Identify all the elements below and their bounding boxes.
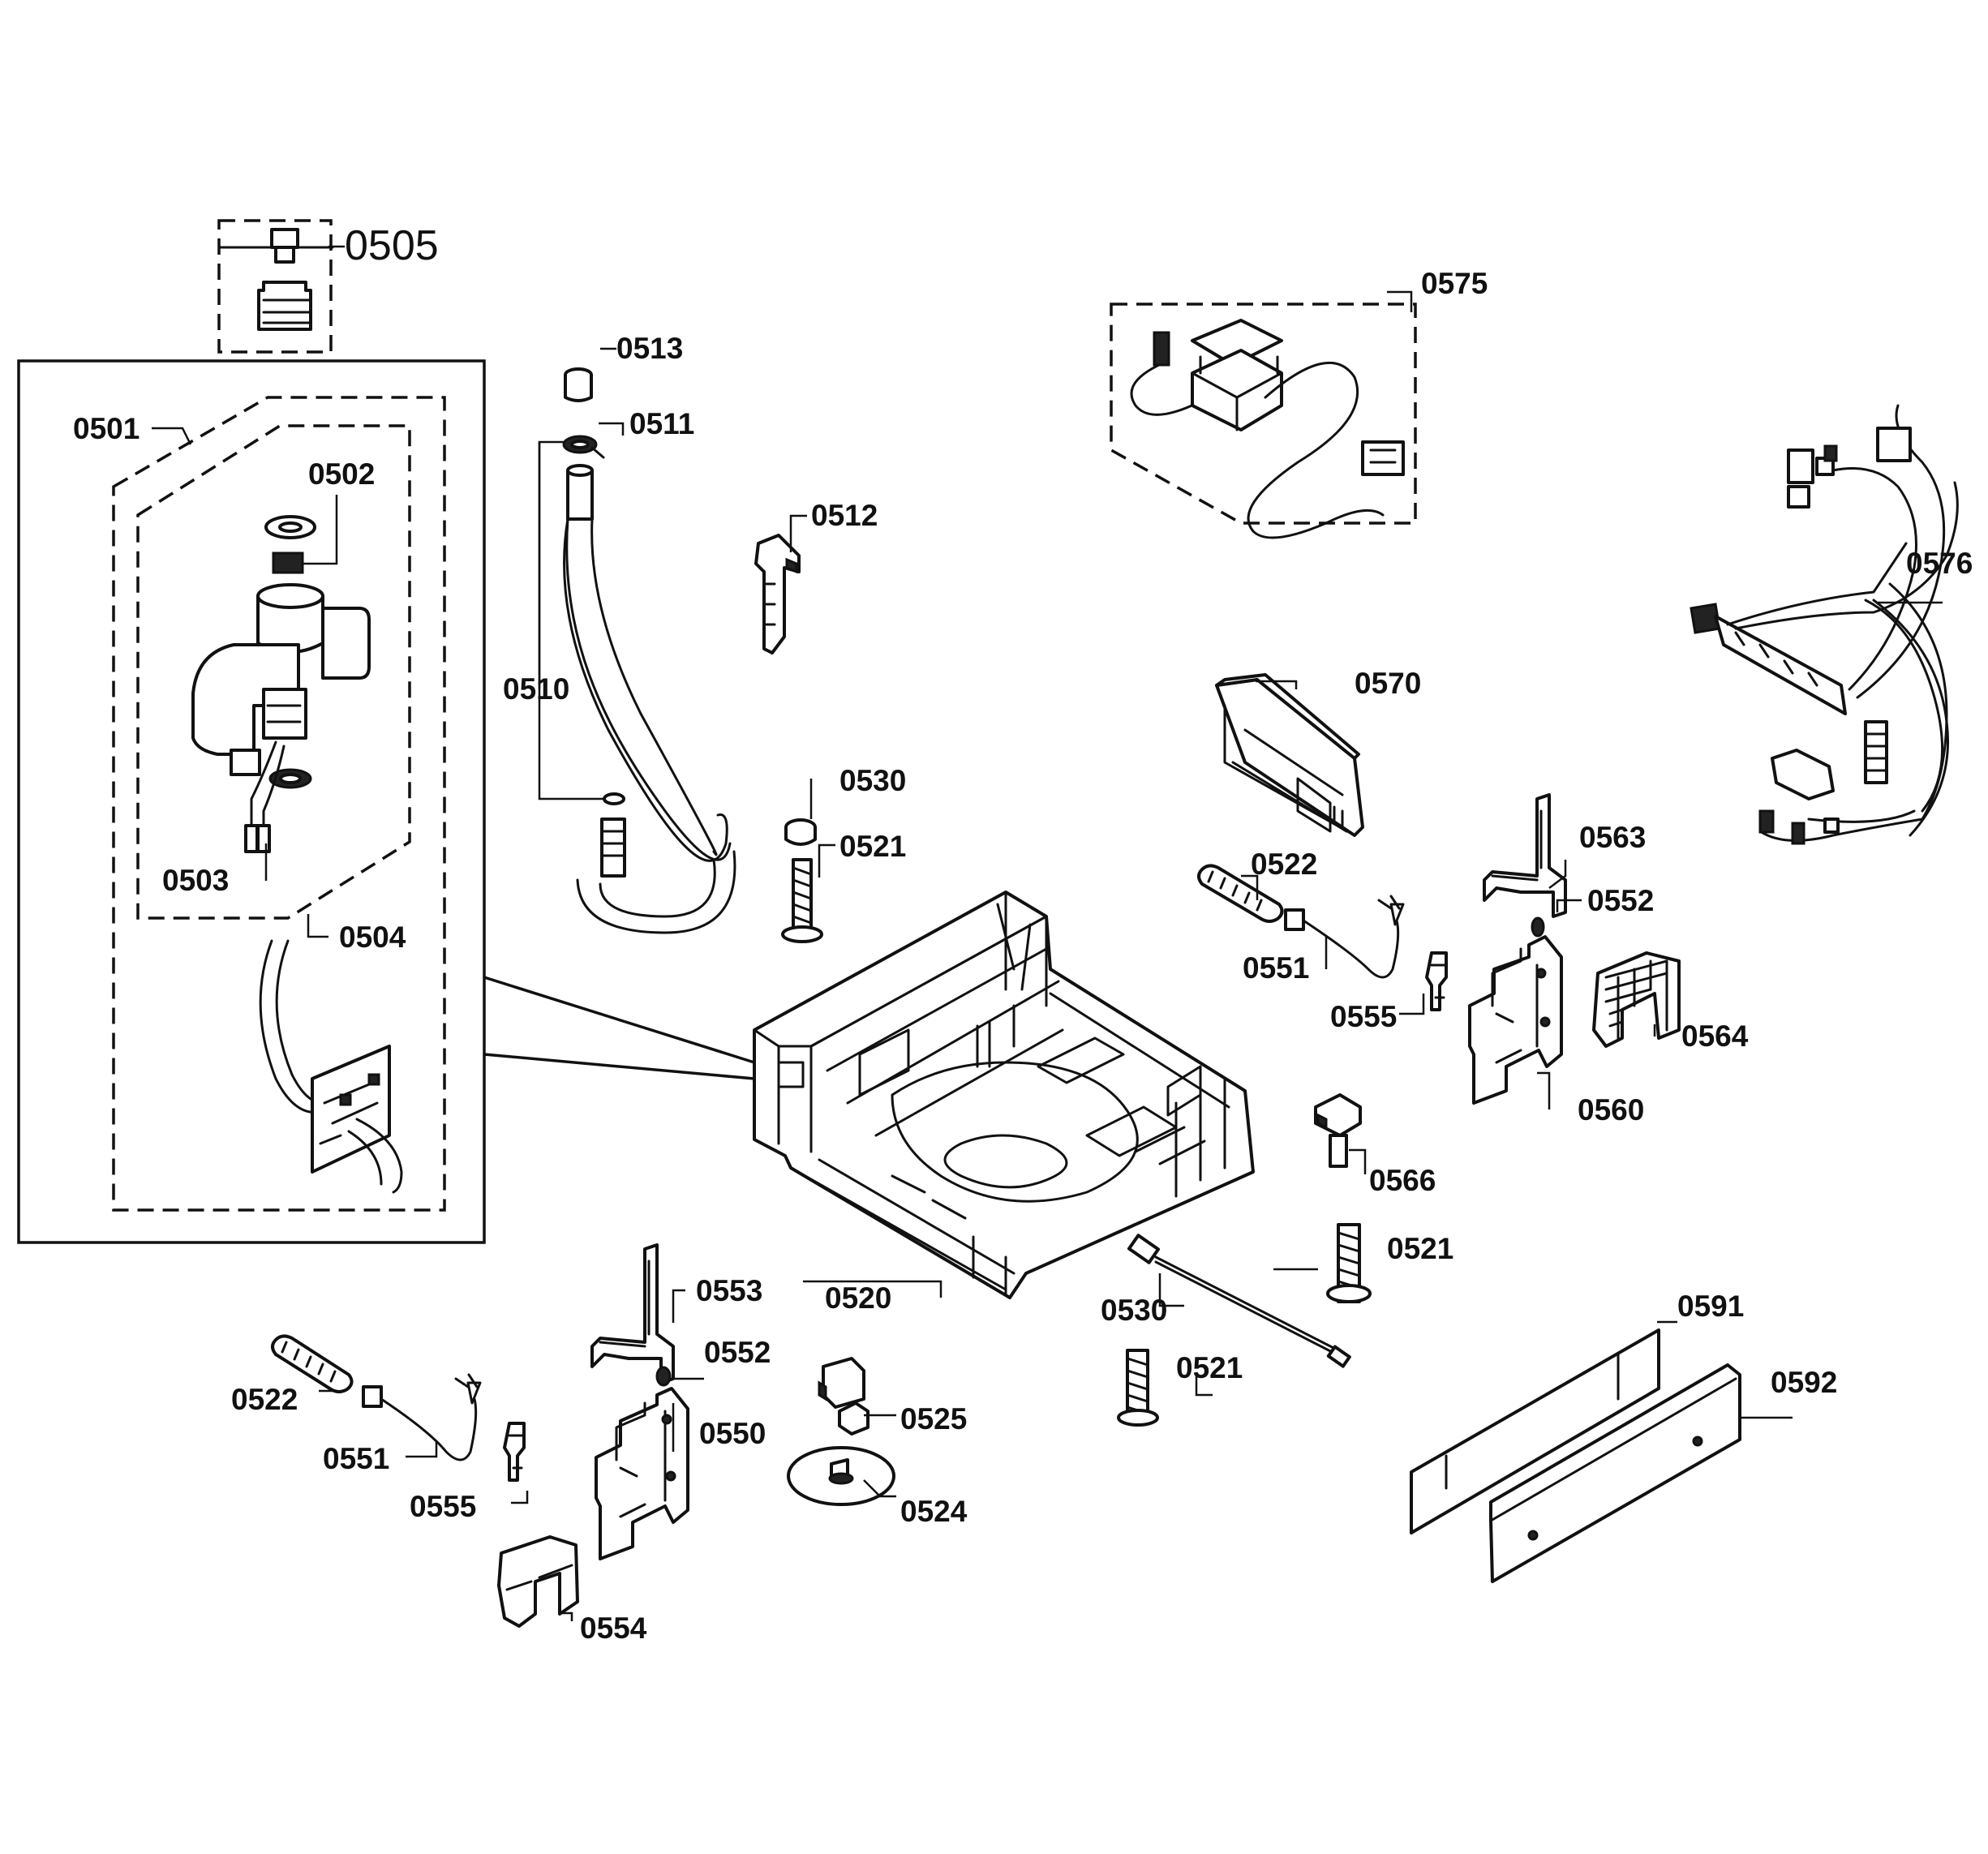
part-0512-bracket [754, 534, 801, 654]
callout-0552-right: 0552 [1587, 884, 1654, 917]
callout-0522-left: 0522 [231, 1383, 298, 1416]
part-0511-hose-clamp [562, 435, 605, 459]
part-0566-sensor [1314, 1093, 1362, 1168]
callout-0592: 0592 [1771, 1366, 1837, 1399]
callout-0502: 0502 [308, 457, 375, 491]
callout-0530-top: 0530 [839, 764, 906, 797]
callout-0522-right: 0522 [1251, 848, 1317, 881]
callout-0570: 0570 [1355, 667, 1421, 700]
part-0560-hinge-bracket-right [1468, 935, 1563, 1105]
callout-0552-left: 0552 [704, 1336, 771, 1369]
part-0521-leveling-foot-bottom [1117, 1349, 1159, 1427]
part-0505-fitting [219, 228, 334, 331]
part-0575-power-cord-junction-box [1130, 319, 1405, 539]
fill-valve-inset-frame [17, 359, 486, 1244]
callout-0555-right: 0555 [1330, 1000, 1397, 1033]
callout-0553: 0553 [696, 1274, 762, 1307]
part-0524-float-disc [787, 1446, 895, 1506]
inset-connector-line-top [483, 976, 755, 1064]
leader-lines [152, 245, 1943, 1621]
part-0530-nut [784, 818, 817, 846]
part-0501-hose-and-bracket [259, 939, 403, 1194]
part-0522-spring-right [1197, 864, 1284, 923]
callout-0510: 0510 [503, 672, 569, 706]
part-0551-cable-left [362, 1373, 482, 1461]
part-0555-clip-right [1425, 951, 1448, 1011]
callout-0521-top: 0521 [839, 830, 906, 863]
callout-0505: 0505 [345, 222, 439, 269]
part-0521-leveling-foot-right [1326, 1223, 1372, 1303]
part-0525-float-switch [818, 1357, 869, 1436]
callout-0511: 0511 [629, 407, 694, 440]
callout-0521-bottom: 0521 [1176, 1351, 1243, 1384]
callout-0551-left: 0551 [323, 1442, 389, 1475]
part-0552-spring-left [655, 1366, 672, 1387]
part-0502-fill-valve [191, 515, 371, 789]
callout-0566: 0566 [1369, 1164, 1436, 1197]
part-0510-drain-hose [563, 464, 736, 934]
callout-0563: 0563 [1579, 821, 1646, 854]
inset-connector-line-bottom [483, 1053, 755, 1080]
part-0570-control-module [1215, 673, 1364, 837]
part-0554-cover-left [497, 1535, 579, 1628]
callout-0504: 0504 [339, 921, 406, 954]
callout-0554: 0554 [580, 1612, 647, 1645]
callout-0501: 0501 [73, 412, 140, 445]
part-0550-hinge-bracket-left [595, 1387, 689, 1560]
part-0513-cap [564, 367, 593, 402]
part-0552-spring-right [1531, 916, 1545, 938]
part-0551-cable-right [1284, 895, 1405, 979]
callout-0512: 0512 [811, 499, 878, 532]
group-frames [17, 219, 1417, 1244]
callout-0503: 0503 [162, 864, 229, 897]
callout-labels: 0505 0501 0502 0503 0504 0513 0511 0512 … [73, 222, 1973, 1645]
part-0521-leveling-foot-top [781, 858, 823, 943]
part-0503-wire-leads [244, 740, 286, 853]
callout-0520: 0520 [825, 1281, 891, 1315]
part-0564-cover-grid [1592, 951, 1681, 1048]
part-0555-clip-left [503, 1422, 526, 1482]
callout-0555-left: 0555 [410, 1490, 476, 1523]
callout-0575: 0575 [1421, 267, 1488, 300]
part-0591-toe-kick-panel [1410, 1328, 1660, 1534]
part-0576-wire-harness [1690, 404, 1959, 845]
callout-0576: 0576 [1906, 547, 1973, 580]
callout-0513: 0513 [616, 332, 683, 365]
callout-0551-right: 0551 [1243, 951, 1309, 985]
part-0530-adjusting-rod [1127, 1234, 1351, 1368]
callout-0524: 0524 [900, 1495, 968, 1528]
valve-subassembly-dashed-outline [136, 424, 411, 920]
callout-0591: 0591 [1677, 1290, 1744, 1323]
fitting-dashed-outline [217, 219, 333, 354]
part-0563-hinge-bracket-top [1483, 793, 1567, 918]
part-0592-toe-kick-trim [1489, 1363, 1741, 1583]
callout-0550: 0550 [699, 1417, 766, 1450]
fill-valve-assembly-dashed-outline [112, 396, 446, 1212]
part-0553-hinge-bracket-top-left [590, 1243, 675, 1384]
callout-0564: 0564 [1681, 1019, 1749, 1053]
callout-0530-bottom: 0530 [1101, 1294, 1167, 1327]
callout-0521-right: 0521 [1387, 1232, 1453, 1265]
callout-0525: 0525 [900, 1402, 967, 1436]
part-0522-spring-left [271, 1334, 354, 1393]
callout-0560: 0560 [1578, 1093, 1644, 1127]
part-0520-base-tub [753, 891, 1255, 1299]
